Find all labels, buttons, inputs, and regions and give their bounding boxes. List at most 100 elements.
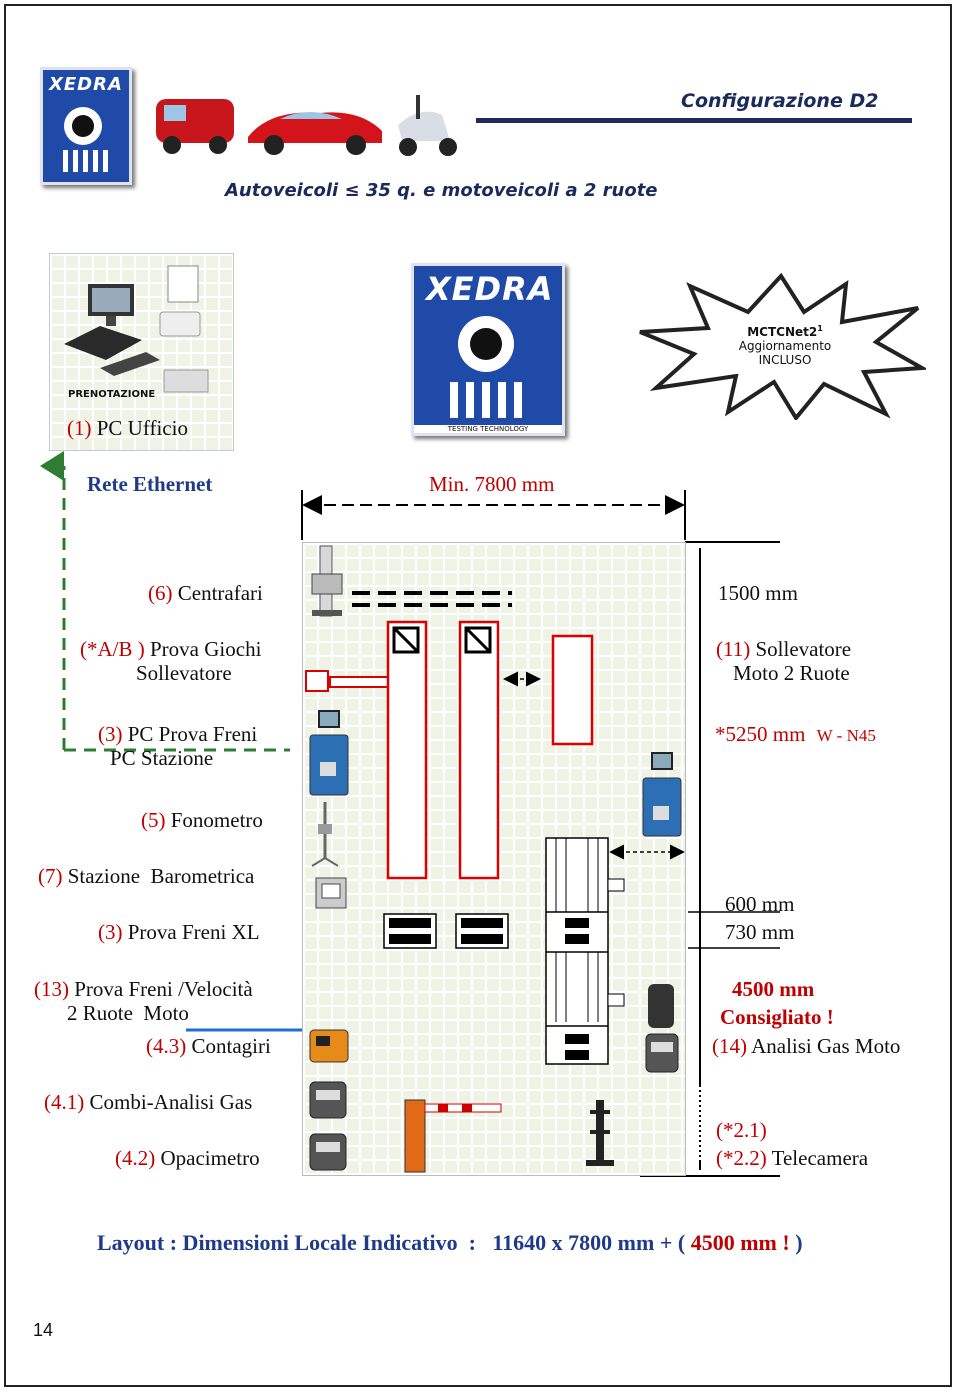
- opacimetro-text: Opacimetro: [160, 1146, 260, 1170]
- badge-sup: 1: [817, 324, 823, 333]
- sports-car-icon: [248, 112, 382, 155]
- dim-5250-label: *5250 mm W - N45: [715, 722, 876, 748]
- combi-label: (4.1) Combi-Analisi Gas: [44, 1090, 252, 1114]
- printer-icon: [159, 265, 209, 393]
- van-icon: [156, 99, 234, 154]
- moto-gas-analyzer-icon: [645, 984, 679, 1073]
- barometrica-text: Stazione Barometrica: [67, 864, 255, 888]
- sollevatore-num: (11): [716, 637, 751, 661]
- centrafari-label: (6) Centrafari: [148, 581, 263, 605]
- contagiri-num: (4.3): [146, 1034, 187, 1058]
- barometrica-num: (7): [38, 864, 63, 888]
- layout-dimensions-label: Layout : Dimensioni Locale Indicativo : …: [97, 1231, 803, 1255]
- velocita-text-1: Prova Freni /Velocità: [74, 977, 253, 1001]
- brake-pc-station-icon: [309, 710, 349, 796]
- badge-line1: MCTCNet21: [730, 322, 840, 339]
- camera-pole-icon: [586, 1100, 614, 1166]
- xedra-logo-center: XEDRA TESTING TECHNOLOGY: [411, 263, 565, 436]
- logo-text: XEDRA: [49, 74, 123, 95]
- page-subtitle: Autoveicoli ≤ 35 q. e motoveicoli a 2 ru…: [225, 180, 658, 201]
- freni-xl-text: Prova Freni XL: [127, 920, 260, 944]
- sollevatore-text-2: Moto 2 Ruote: [733, 661, 850, 685]
- dim-730-label: 730 mm: [725, 920, 795, 944]
- office-pc-text: PC Ufficio: [96, 416, 188, 440]
- dim-600-label: 600 mm: [725, 892, 795, 916]
- badge-line1-text: MCTCNet2: [747, 325, 818, 339]
- pc-freni-label: (3) PC Prova Freni PC Stazione: [98, 722, 257, 770]
- giochi-num: (*A/B ): [80, 637, 145, 661]
- dim-4500-label: 4500 mm: [732, 977, 815, 1001]
- sound-meter-icon: [311, 802, 339, 867]
- centrafari-num: (6): [148, 581, 173, 605]
- telecamera-num-1: (*2.1): [716, 1118, 767, 1142]
- barometrica-label: (7) Stazione Barometrica: [38, 864, 254, 888]
- play-detector-arm: [329, 676, 391, 688]
- vehicles-image: [156, 95, 457, 156]
- analisi-text: Analisi Gas Moto: [751, 1034, 901, 1058]
- freni-xl-label: (3) Prova Freni XL: [98, 920, 260, 944]
- page-number: 14: [33, 1320, 54, 1340]
- fonometro-label: (5) Fonometro: [141, 808, 263, 832]
- badge-line3: INCLUSO: [758, 353, 812, 367]
- giochi-label: (*A/B ) Prova Giochi Sollevatore: [80, 637, 261, 685]
- pc-freni-text-1: PC Prova Freni: [127, 722, 258, 746]
- update-starburst-badge: [639, 272, 926, 420]
- office-pc-num: (1): [67, 416, 92, 440]
- layout-close: ): [789, 1230, 803, 1255]
- office-pc-label: (1) PC Ufficio: [67, 416, 188, 440]
- giochi-text-2: Sollevatore: [136, 661, 232, 685]
- scooter-icon: [398, 95, 457, 156]
- office-panel: PRENOTAZIONE (1) PC Ufficio: [49, 253, 234, 451]
- velocita-text-2: 2 Ruote Moto: [67, 1001, 189, 1025]
- pc-freni-text-2: PC Stazione: [110, 746, 214, 770]
- sollevatore-moto-label: (11) Sollevatore Moto 2 Ruote: [716, 637, 851, 685]
- layout-extra: 4500 mm: [690, 1230, 777, 1255]
- layout-excl: !: [782, 1230, 790, 1255]
- combi-text: Combi-Analisi Gas: [89, 1090, 253, 1114]
- prenotazione-label: PRENOTAZIONE: [68, 389, 156, 400]
- velocita-num: (13): [34, 977, 69, 1001]
- contagiri-label: (4.3) Contagiri: [146, 1034, 271, 1058]
- opacimetro-num: (4.2): [115, 1146, 156, 1170]
- w-n45-text: W - N45: [816, 726, 876, 745]
- dim-5250-text: *5250 mm: [715, 722, 806, 746]
- lens-icon: [63, 107, 108, 172]
- layout-text: Layout : Dimensioni Locale Indicativo : …: [97, 1230, 691, 1255]
- opacimeter-icon: [309, 1133, 347, 1171]
- analisi-gas-moto-label: (14) Analisi Gas Moto: [712, 1034, 900, 1058]
- xedra-logo-header: XEDRA: [40, 67, 132, 185]
- headlamp-tester-icon: [311, 545, 343, 617]
- freni-xl-num: (3): [98, 920, 123, 944]
- office-equipment-image: [64, 265, 209, 393]
- lift-column-right: [458, 620, 500, 880]
- pc-freni-num: (3): [98, 722, 123, 746]
- combi-gas-analyzer-icon: [309, 1081, 347, 1119]
- telecamera-label: (*2.2) Telecamera: [716, 1146, 868, 1170]
- lens-icon-large: [450, 316, 522, 418]
- header-rule: [476, 118, 912, 123]
- centrafari-text: Centrafari: [177, 581, 263, 605]
- dim-1500-label: 1500 mm: [718, 581, 798, 605]
- analisi-num: (14): [712, 1034, 747, 1058]
- configuration-title: Configurazione D2: [681, 90, 879, 112]
- brake-tester-xl-left: [383, 913, 437, 949]
- ethernet-label: Rete Ethernet: [87, 472, 213, 496]
- barrier-gate-icon: [404, 1099, 502, 1173]
- logo-tagline: TESTING TECHNOLOGY: [414, 425, 562, 433]
- moto-lift: [551, 634, 594, 746]
- velocita-label: (13) Prova Freni /Velocità 2 Ruote Moto: [34, 977, 253, 1025]
- combi-num: (4.1): [44, 1090, 85, 1114]
- contagiri-text: Contagiri: [191, 1034, 271, 1058]
- badge-line2: Aggiornamento: [738, 339, 832, 353]
- play-detector-box: [305, 670, 329, 692]
- lift-column-left: [386, 620, 428, 880]
- sollevatore-text-1: Sollevatore: [755, 637, 852, 661]
- page-frame: [4, 4, 952, 1387]
- moto-brake-speed-tester: [545, 837, 625, 1065]
- badge-text: MCTCNet21 Aggiornamento INCLUSO: [730, 322, 840, 367]
- consigliato-label: Consigliato !: [720, 1005, 834, 1029]
- opacimetro-label: (4.2) Opacimetro: [115, 1146, 260, 1170]
- telecamera-text: Telecamera: [771, 1146, 869, 1170]
- giochi-text-1: Prova Giochi: [150, 637, 262, 661]
